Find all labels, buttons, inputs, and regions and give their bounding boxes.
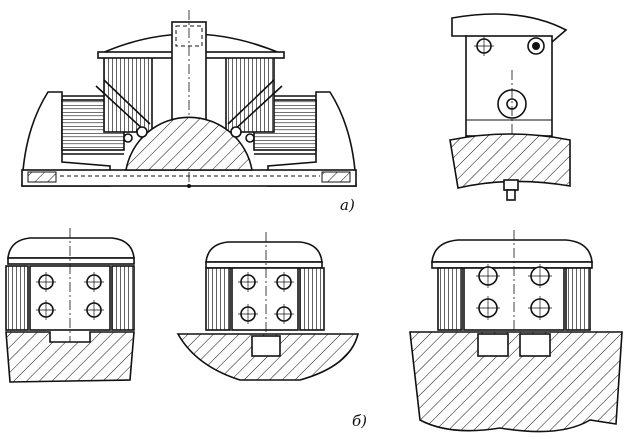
b1-base-section (5, 331, 135, 383)
variant-b3: б) (352, 230, 623, 433)
b2-cap (205, 241, 323, 263)
rotor-section (125, 116, 253, 171)
side-base-section (449, 133, 571, 189)
b3-base-section (409, 331, 623, 433)
variant-b1 (5, 228, 135, 383)
section-view-a: а) (21, 10, 357, 214)
label-a: а) (340, 196, 355, 214)
b3-cap (431, 239, 593, 263)
b1-cap (7, 237, 135, 259)
b2-base-section (176, 333, 360, 381)
variant-b2 (176, 232, 360, 381)
label-b: б) (352, 412, 367, 430)
right-housing (267, 91, 357, 187)
left-housing (21, 91, 111, 187)
left-vertical-coil (103, 55, 153, 133)
right-vertical-coil (225, 55, 275, 133)
side-view-a (449, 13, 571, 201)
